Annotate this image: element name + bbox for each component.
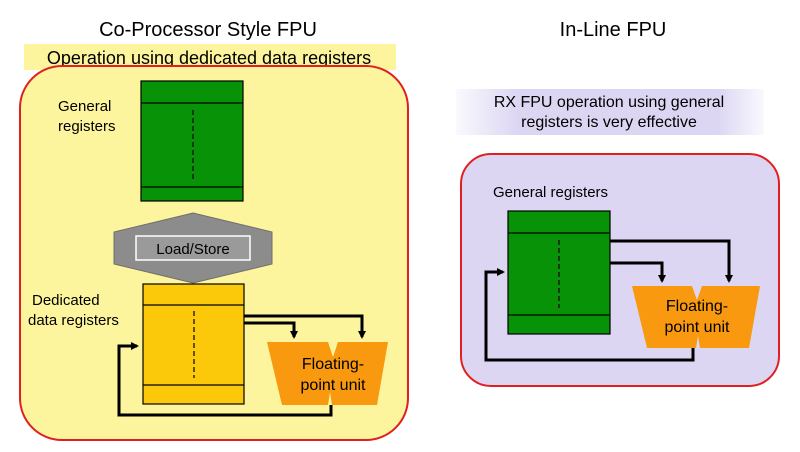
inline-note-line2: registers is very effective — [521, 114, 697, 131]
coprocessor-panel: Co-Processor Style FPU Operation using d… — [19, 19, 409, 441]
general-register-block — [140, 80, 244, 202]
registers-to-fpu-arrow-2 — [610, 239, 733, 283]
inline-fpu: Floating- point unit — [632, 286, 760, 348]
coprocessor-fpu-label-line2: point unit — [301, 377, 366, 394]
inline-dataflow-arrows — [484, 239, 733, 362]
inline-fpu-label-line2: point unit — [665, 319, 730, 336]
coprocessor-title: Co-Processor Style FPU — [99, 19, 317, 41]
fpu-to-dedicated-return-arrow — [117, 342, 333, 417]
load-store-arrow: Load/Store — [113, 212, 273, 284]
dedicated-register-block — [142, 283, 245, 405]
inline-fpu-label-line1: Floating- — [666, 298, 728, 315]
coprocessor-dataflow-arrows — [117, 314, 366, 417]
inline-note-band — [456, 89, 764, 135]
inline-register-block — [507, 210, 611, 335]
coprocessor-fpu-label-line1: Floating- — [302, 356, 364, 373]
dedicated-registers-label-line1: Dedicated — [32, 292, 100, 309]
inline-general-registers-label: General registers — [493, 184, 608, 201]
dedicated-registers-label-line2: data registers — [28, 312, 119, 329]
coprocessor-fpu: Floating- point unit — [267, 342, 388, 405]
general-registers-label-line1: General — [58, 98, 111, 115]
inline-panel: In-Line FPU RX FPU operation using gener… — [456, 19, 780, 387]
inline-title: In-Line FPU — [560, 19, 667, 41]
load-store-label: Load/Store — [156, 241, 229, 258]
dedicated-to-fpu-arrow-2 — [244, 314, 366, 339]
registers-to-fpu-arrow-1 — [610, 261, 666, 283]
dedicated-to-fpu-arrow-1 — [244, 321, 298, 339]
coprocessor-subtitle: Operation using dedicated data registers — [47, 48, 371, 68]
inline-note-line1: RX FPU operation using general — [494, 94, 724, 111]
fpu-to-registers-return-arrow — [484, 268, 695, 362]
general-registers-label-line2: registers — [58, 118, 116, 135]
